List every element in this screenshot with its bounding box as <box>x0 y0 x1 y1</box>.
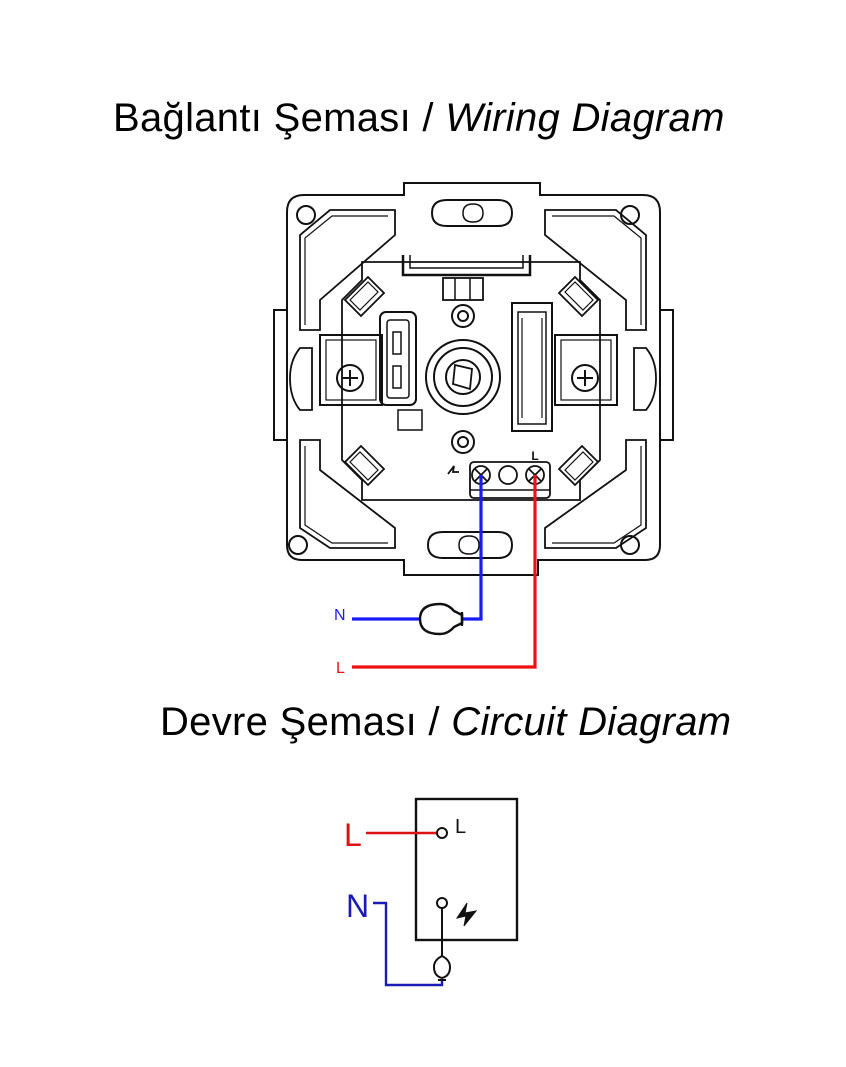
circuit-terminal-out <box>436 897 448 909</box>
neutral-wire <box>352 475 483 621</box>
lamp-icon <box>418 602 464 636</box>
lamp-symbol-icon <box>432 954 452 981</box>
output-terminal-icon <box>447 465 459 475</box>
circuit-title-tr: Devre Şeması / <box>160 700 452 744</box>
wiring-n-label: N <box>334 607 346 624</box>
circuit-n-label: N <box>346 888 369 924</box>
wiring-diagram-title: Bağlantı Şeması / Wiring Diagram <box>113 96 725 141</box>
device-mechanism <box>273 182 674 576</box>
line-wire <box>352 475 537 669</box>
terminal-l-mark: L <box>531 449 538 463</box>
screw-terminal-icon <box>471 465 545 485</box>
wiring-title-tr: Bağlantı Şeması / <box>113 96 446 140</box>
wiring-l-label: L <box>336 660 345 677</box>
circuit-terminal-l-label: L <box>455 816 466 838</box>
wiring-title-en: Wiring Diagram <box>445 96 725 140</box>
rotary-knob-icon <box>425 339 501 415</box>
circuit-diagram-title: Devre Şeması / Circuit Diagram <box>160 700 731 745</box>
circuit-neutral-wire <box>373 901 444 987</box>
circuit-terminal-l <box>436 827 448 839</box>
circuit-l-label: L <box>344 817 362 853</box>
output-terminal-icon <box>455 902 478 927</box>
switch-box <box>414 797 519 942</box>
circuit-title-en: Circuit Diagram <box>451 700 732 744</box>
